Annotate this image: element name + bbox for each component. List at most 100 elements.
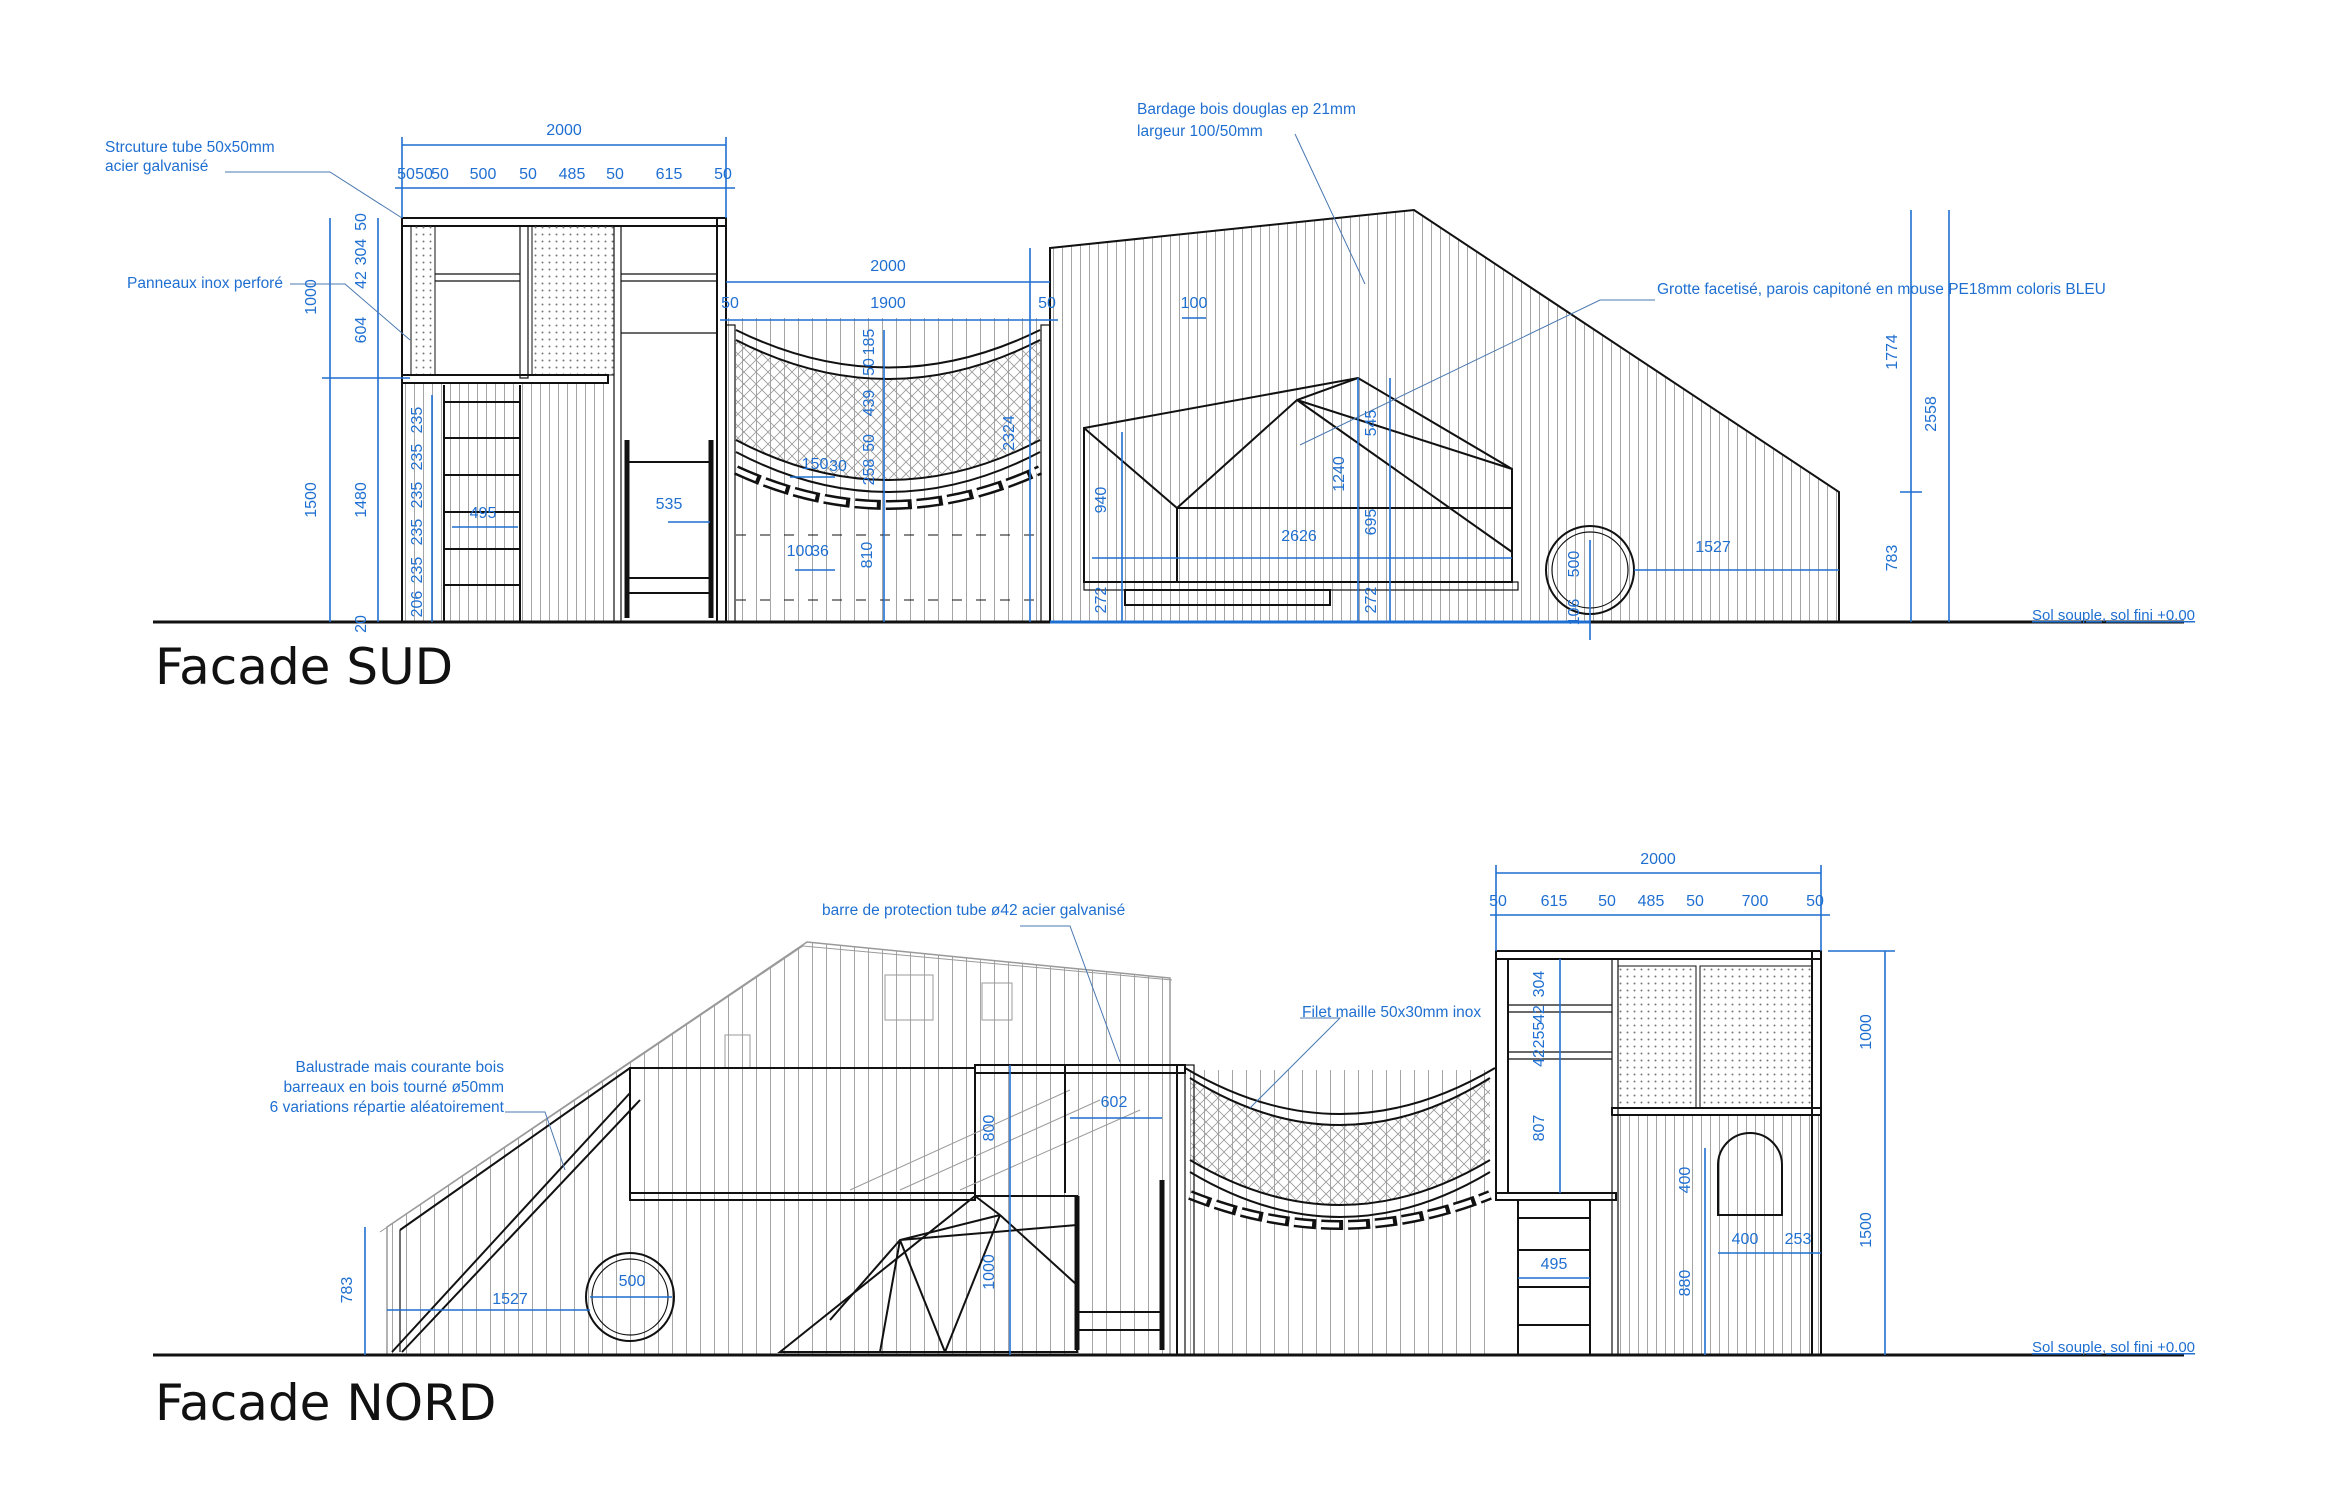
dimension-label: 50 (353, 213, 370, 231)
nord-dimension-lines (364, 865, 1895, 1355)
dimension-label: 50 (519, 166, 537, 183)
dimension-label: 50 (861, 358, 878, 376)
dimension-label: 604 (353, 317, 370, 344)
nord-round-window (585, 1252, 675, 1342)
annotation-balustrade: Balustrade mais courante bois (295, 1059, 504, 1076)
dimension-label: 1527 (492, 1291, 528, 1308)
dimension-label: 783 (1884, 545, 1901, 572)
dimension-label: 2324 (1001, 415, 1018, 451)
dimension-label: 615 (1541, 893, 1568, 910)
dimension-label: 50 (1489, 893, 1507, 910)
facade-nord-title: Facade NORD (155, 1374, 496, 1432)
dimension-label: 800 (981, 1115, 998, 1142)
dimension-label: 258 (861, 459, 878, 486)
nord-platform-railing (629, 1067, 1141, 1201)
dimension-label: 235 (409, 407, 426, 434)
nord-window (981, 982, 1013, 1021)
facade-sud-title: Facade SUD (155, 638, 453, 696)
dimension-label: 1774 (1884, 334, 1901, 370)
dimension-label: 602 (1101, 1094, 1128, 1111)
dimension-label: 42 (353, 271, 370, 289)
dimension-label: 235 (409, 519, 426, 546)
dimension-label: 206 (409, 591, 426, 618)
dimension-label: 695 (1363, 509, 1380, 536)
annotation-structure: Strcuture tube 50x50mm (105, 139, 275, 156)
dimension-label: 500 (619, 1273, 646, 1290)
dimension-label: 495 (470, 505, 497, 522)
sud-grotto (1083, 376, 1519, 606)
dimension-label: 304 (353, 239, 370, 266)
dimension-label: 30 (829, 458, 847, 475)
sud-net-section (725, 318, 1051, 623)
dimension-label: 810 (859, 542, 876, 569)
sud-dimension-lines (322, 137, 1950, 640)
dimension-label: 1240 (1331, 456, 1348, 492)
dimension-label: 439 (861, 390, 878, 417)
dimension-label: 100 (1181, 295, 1208, 312)
annotation-structure-material: acier galvanisé (105, 158, 208, 175)
sud-tower (401, 217, 727, 623)
dimension-label: 42 (1531, 1005, 1548, 1023)
sud-annotations: Strcuture tube 50x50mm acier galvanisé P… (105, 101, 2106, 298)
nord-arch-window (1717, 1132, 1783, 1216)
dimension-label: 50 (721, 295, 739, 312)
dimension-label: 1000 (303, 279, 320, 315)
dimension-label: 495 (1541, 1256, 1568, 1273)
dimension-label: 50 (606, 166, 624, 183)
dimension-label: 20 (353, 615, 370, 633)
dimension-label: 807 (1531, 1115, 1548, 1142)
sud-house-cladding (1049, 208, 1840, 623)
dimension-label: 272 (1363, 587, 1380, 614)
sud-ladder (443, 385, 521, 622)
dimension-label: 106 (1566, 599, 1583, 626)
nord-annotations: barre de protection tube ø42 acier galva… (270, 902, 1482, 1116)
sud-slide-ladder (624, 440, 714, 618)
sud-leaders (225, 133, 1655, 446)
dimension-label: 50 (714, 166, 732, 183)
dimension-label: 783 (339, 1277, 356, 1304)
dimension-label: 235 (409, 444, 426, 471)
dimension-label: 1500 (1858, 1212, 1875, 1248)
facade-nord: barre de protection tube ø42 acier galva… (153, 851, 2195, 1432)
dimension-label: 50 (1038, 295, 1056, 312)
dimension-label: 50 (1686, 893, 1704, 910)
dimension-label: 50 (1598, 893, 1616, 910)
dimension-label: 1000 (981, 1254, 998, 1290)
dimension-label: 400 (1732, 1231, 1759, 1248)
facade-sud: Strcuture tube 50x50mm acier galvanisé P… (105, 101, 2195, 696)
dimension-label: 940 (1093, 487, 1110, 514)
annotation-filet: Filet maille 50x30mm inox (1302, 1004, 1481, 1021)
dimension-label: 304 (1531, 971, 1548, 998)
dimension-label: 255 (1531, 1022, 1548, 1049)
dimension-label: 485 (1638, 893, 1665, 910)
dimension-label: 400 (1677, 1167, 1694, 1194)
annotation-bardage: Bardage bois douglas ep 21mm (1137, 101, 1356, 118)
dimension-label: 1900 (870, 295, 906, 312)
dimension-label: 2000 (870, 258, 906, 275)
annotation-panneaux: Panneaux inox perforé (127, 275, 283, 292)
annotation-grotte: Grotte facetisé, parois capitoné en mous… (1657, 281, 2106, 298)
dimension-label: 253 (1785, 1231, 1812, 1248)
annotation-variations: 6 variations répartie aléatoirement (270, 1099, 505, 1116)
dimension-label: 700 (1742, 893, 1769, 910)
dimension-label: 545 (1363, 410, 1380, 437)
dimension-label: 185 (861, 329, 878, 356)
dimension-label: 2000 (546, 122, 582, 139)
dimension-label: 50 (431, 166, 449, 183)
dimension-label: 2000 (1640, 851, 1676, 868)
dimension-label: 500 (470, 166, 497, 183)
dimension-label: 615 (656, 166, 683, 183)
dimension-label: 235 (409, 482, 426, 509)
dimension-label: 50 (415, 166, 433, 183)
dimension-label: 50 (861, 434, 878, 452)
nord-slide-ladder (974, 1064, 1186, 1355)
nord-window (884, 974, 934, 1021)
dimension-label: 2558 (1923, 396, 1940, 432)
dimension-label: 1480 (353, 482, 370, 518)
dimension-label: 100 (787, 543, 814, 560)
dimension-label: 235 (409, 557, 426, 584)
annotation-bardage-width: largeur 100/50mm (1137, 123, 1263, 140)
dimension-label: 50 (1806, 893, 1824, 910)
nord-dimension-labels: 783 1527 500 800 1000 602 2000 50 615 50 485 50 700 5… (339, 851, 1875, 1308)
